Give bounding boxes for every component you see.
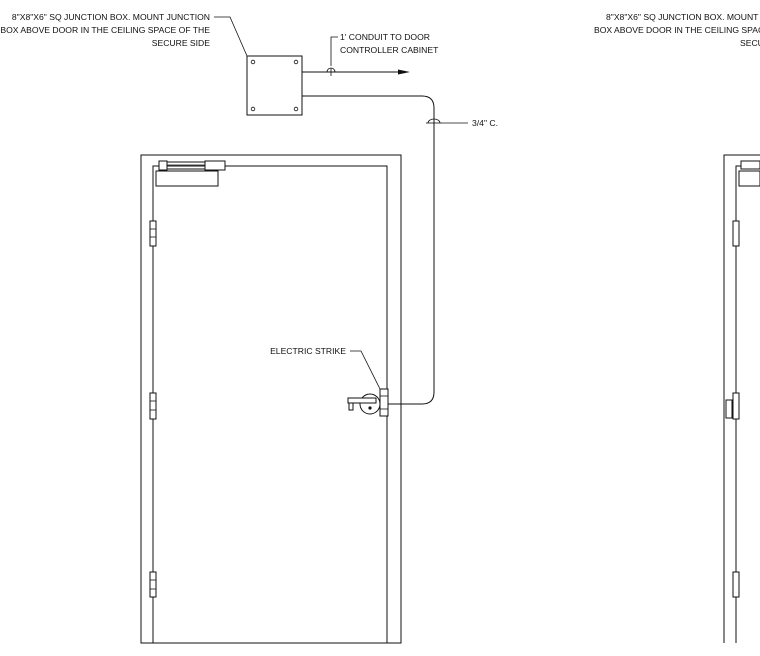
callout-conduit-line1: 1' CONDUIT TO DOOR (340, 32, 430, 42)
hinge-bottom (149, 571, 157, 598)
junction-box-callout: 8"X8"X6" SQ JUNCTION BOX. MOUNT JUNCTION… (0, 12, 210, 48)
hinge-middle (149, 392, 157, 420)
adjacent-callout: 8"X8"X6" SQ JUNCTION BOX. MOUNT JU BOX A… (594, 12, 760, 48)
hinge-top (149, 220, 157, 247)
junction-box (246, 55, 303, 116)
adjacent-callout-line2: BOX ABOVE DOOR IN THE CEILING SPACE (594, 25, 760, 35)
callout-electric-strike: ELECTRIC STRIKE (270, 346, 346, 356)
callout-conduit-size: 3/4" C. (472, 118, 498, 128)
adjacent-door (723, 154, 760, 643)
electric-strike (350, 350, 389, 417)
callout-conduit-line2: CONTROLLER CABINET (340, 45, 439, 55)
callout-junction-line2: BOX ABOVE DOOR IN THE CEILING SPACE OF T… (0, 25, 210, 35)
junction-box-leader (214, 16, 248, 57)
conduit-callout: 1' CONDUIT TO DOOR CONTROLLER CABINET (340, 32, 439, 55)
conduit-to-cabinet (302, 36, 410, 76)
callout-junction-line1: 8"X8"X6" SQ JUNCTION BOX. MOUNT JUNCTION (12, 12, 210, 22)
lever-handle (347, 393, 381, 415)
adjacent-callout-line3: SECU (740, 38, 760, 48)
callout-junction-line3: SECURE SIDE (152, 38, 211, 48)
door-closer (155, 160, 226, 187)
conduit-run (302, 95, 468, 405)
adjacent-callout-line1: 8"X8"X6" SQ JUNCTION BOX. MOUNT JU (606, 12, 760, 22)
